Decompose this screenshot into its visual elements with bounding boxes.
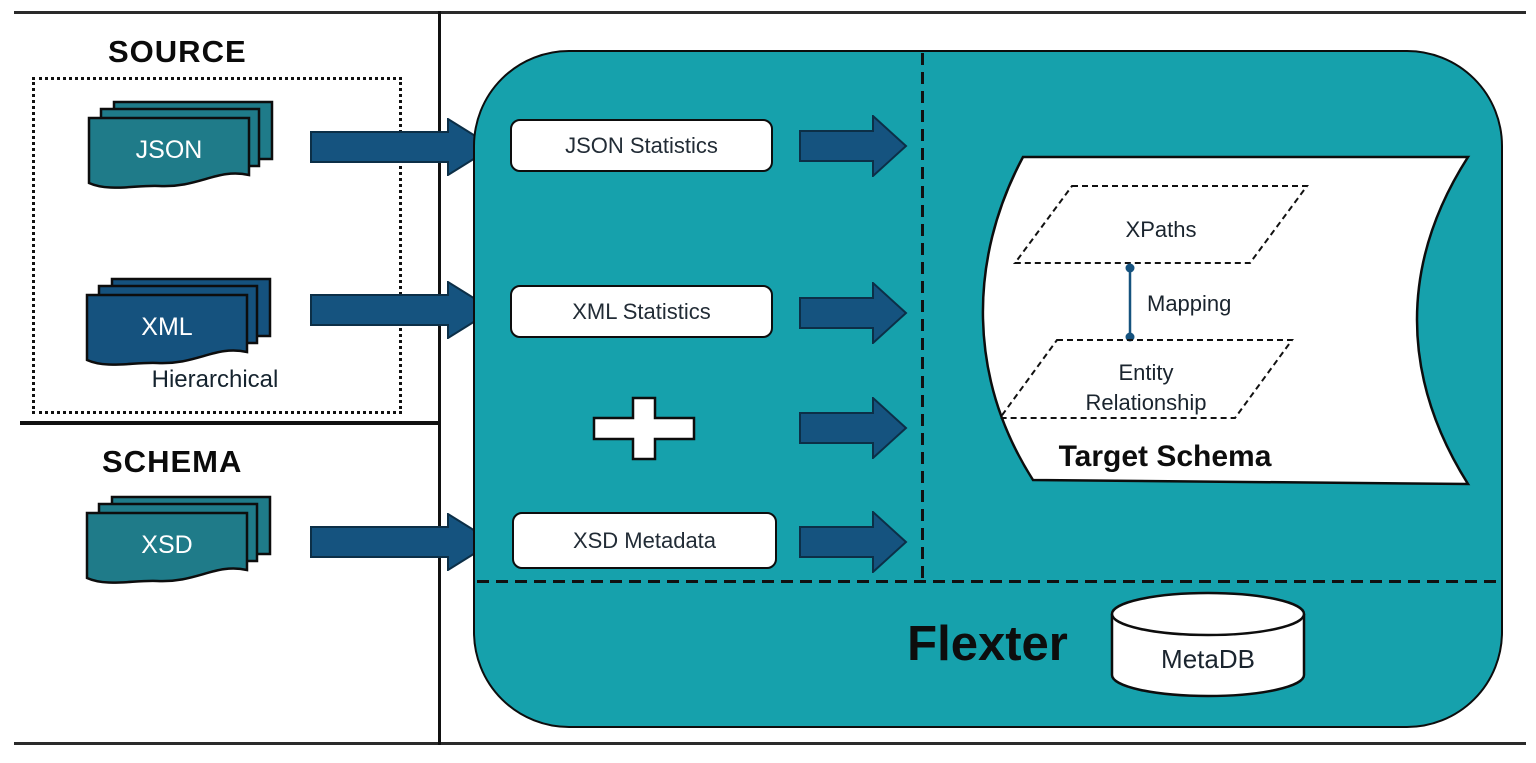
json-doc-label: JSON — [136, 136, 203, 164]
source-section-title: SOURCE — [108, 34, 247, 69]
json-input-arrow-icon — [310, 118, 495, 176]
flexter-dashed-horizontal-divider — [477, 580, 1501, 583]
metadb-body — [1110, 614, 1306, 698]
xml-stats-output-arrow-icon — [799, 282, 908, 344]
json-doc-front — [87, 116, 251, 189]
flexter-dashed-vertical-divider — [921, 53, 924, 580]
xsd-metadata-label: XSD Metadata — [572, 527, 717, 553]
source-dotted-box — [32, 77, 402, 414]
plus-icon — [592, 396, 696, 461]
entity-relationship-parallelogram — [998, 339, 1294, 419]
xsd-doc-front — [85, 511, 249, 584]
vertical-divider-line — [438, 11, 441, 745]
json-stats-output-arrow-icon — [799, 115, 908, 177]
mapping-label: Mapping — [1147, 291, 1231, 316]
xml-documents-stack-icon: XML — [85, 277, 272, 366]
xsd-metadata-output-arrow-icon — [799, 511, 908, 573]
xsd-documents-stack-icon: XSD — [85, 495, 272, 584]
xml-statistics-node: XML Statistics — [510, 285, 773, 338]
xpaths-label: XPaths — [1126, 217, 1197, 242]
xsd-input-arrow-icon — [310, 513, 495, 571]
xpaths-parallelogram — [1013, 185, 1309, 264]
schema-section-title: SCHEMA — [102, 444, 243, 479]
target-schema-scroll: XPaths Mapping Entity Relationship Targe… — [981, 155, 1471, 486]
combine-output-arrow-icon — [799, 397, 908, 459]
json-statistics-label: JSON Statistics — [565, 132, 718, 158]
bottom-border-line — [14, 742, 1526, 745]
target-schema-title: Target Schema — [1059, 440, 1272, 473]
metadb-cylinder-icon: MetaDB — [1110, 591, 1306, 698]
flexter-label: Flexter — [907, 617, 1068, 671]
top-border-line — [14, 11, 1526, 14]
scroll-shape — [981, 155, 1471, 486]
xml-doc-front — [85, 293, 249, 366]
entity-label-line2: Relationship — [1085, 390, 1206, 415]
mapping-dot-top — [1125, 263, 1135, 273]
json-documents-stack-icon: JSON — [87, 100, 274, 189]
json-statistics-node: JSON Statistics — [510, 119, 773, 172]
xml-doc-label: XML — [141, 313, 193, 341]
entity-label-line1: Entity — [1118, 360, 1173, 385]
metadb-top — [1110, 591, 1306, 637]
xsd-doc-label: XSD — [141, 531, 192, 559]
hierarchical-label: Hierarchical — [151, 366, 279, 393]
xml-statistics-label: XML Statistics — [572, 298, 711, 324]
metadb-label: MetaDB — [1161, 644, 1255, 674]
xsd-metadata-node: XSD Metadata — [512, 512, 777, 569]
source-schema-divider-line — [20, 421, 439, 425]
xml-input-arrow-icon — [310, 281, 495, 339]
